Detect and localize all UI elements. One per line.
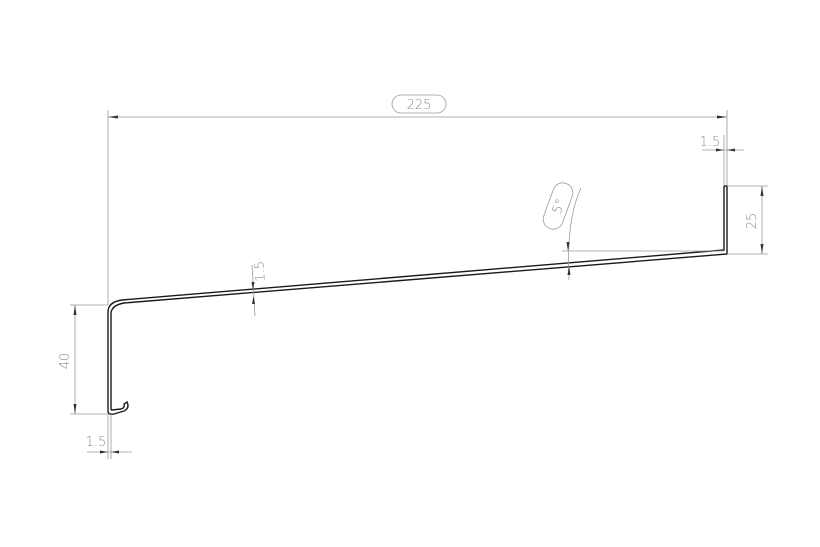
dimension-drop-height: 40	[58, 304, 108, 415]
dimension-bottom-left-thickness: 1.5	[86, 414, 132, 459]
dimension-upstand-height: 25	[727, 185, 768, 255]
overall-width-label: 225	[407, 98, 432, 113]
dimension-overall-width: 225	[107, 94, 728, 305]
top-right-thickness-label: 1.5	[700, 135, 721, 150]
sill-profile	[107, 185, 728, 415]
dimension-mid-thickness: 1.5	[251, 260, 269, 317]
upstand-height-label: 25	[745, 213, 760, 230]
slope-angle-label: 5°	[550, 197, 569, 216]
dimension-slope-angle: 5°	[542, 182, 724, 281]
bottom-left-thickness-label: 1.5	[86, 435, 107, 450]
drop-height-label: 40	[58, 353, 73, 370]
mid-thickness-label: 1.5	[252, 260, 268, 282]
dimension-top-right-thickness: 1.5	[700, 135, 744, 186]
